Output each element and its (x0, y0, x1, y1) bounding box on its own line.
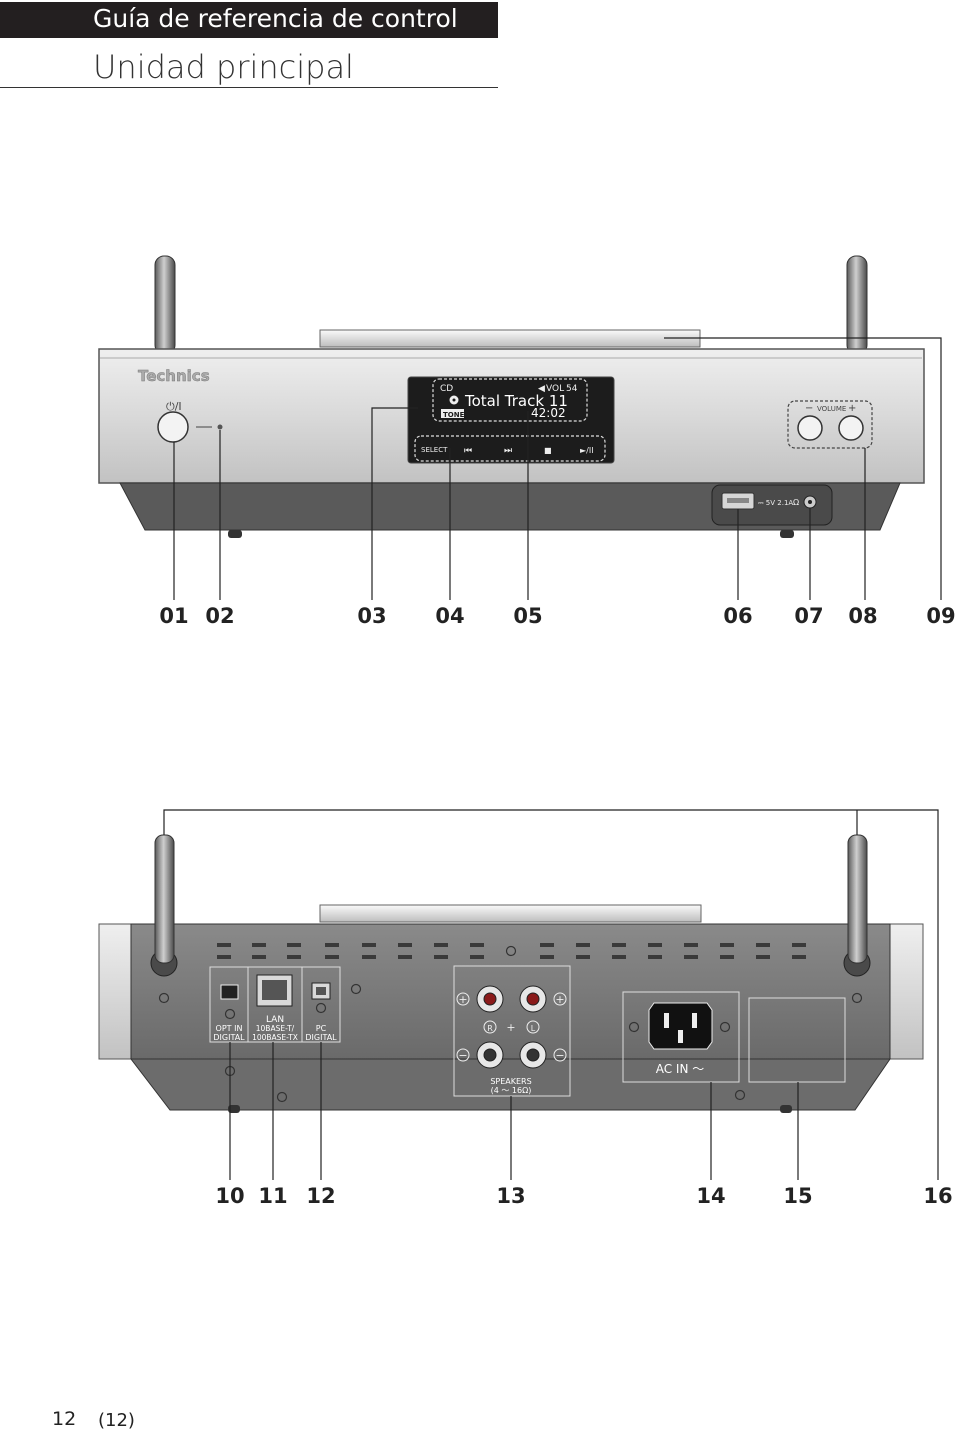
play-pause-button[interactable]: ►/II (580, 446, 594, 455)
lan-label: LAN (266, 1015, 284, 1025)
rear-top-glass (319, 904, 702, 923)
ac-in-label: AC IN ～ (656, 1062, 705, 1076)
lan-spec-label-2: 100BASE-TX (252, 1033, 298, 1042)
usb-rating-label: ⎓ 5V 2.1A (758, 499, 793, 507)
screw-icon: + (506, 1021, 515, 1034)
plus-icon: + (458, 993, 467, 1006)
callout-06: 06 (723, 604, 752, 628)
callout-10: 10 (215, 1184, 244, 1208)
page-number-sub: (12) (98, 1410, 135, 1431)
pc-digital-label: DIGITAL (305, 1033, 337, 1042)
next-button[interactable]: ⏭ (504, 446, 512, 456)
front-base (119, 482, 901, 531)
minus-icon: − (458, 1049, 467, 1062)
callout-03: 03 (357, 604, 386, 628)
display-info-area (432, 378, 588, 422)
display-tone-label: TONE (443, 411, 465, 419)
power-button[interactable] (157, 411, 189, 443)
speakers-label: SPEAKERS (490, 1077, 531, 1086)
power-indicator-icon (217, 424, 223, 430)
speakers-area (453, 965, 571, 1097)
plus-icon: + (555, 993, 564, 1006)
rear-right-antenna[interactable] (847, 834, 868, 964)
select-button[interactable]: SELECT (421, 446, 448, 454)
front-display (407, 376, 615, 464)
callout-05: 05 (513, 604, 542, 628)
volume-up-button[interactable] (838, 415, 864, 441)
rear-view: OPT IN DIGITAL LAN 10BASE-T/ 100BASE-TX … (98, 809, 953, 1208)
rear-left-antenna[interactable] (154, 834, 175, 964)
rating-label-plate (748, 997, 846, 1083)
callout-11: 11 (258, 1184, 287, 1208)
callout-07: 07 (794, 604, 823, 628)
front-view: Technics ⏻/I CD ◀ VOL 54 Total Track 11 … (98, 255, 956, 628)
display-vol-value: 54 (566, 384, 578, 394)
page-number: 12 (52, 1408, 77, 1430)
volume-down-button[interactable] (797, 415, 823, 441)
opt-in-digital-label: DIGITAL (213, 1033, 245, 1042)
callout-15: 15 (783, 1184, 812, 1208)
minus-icon: − (555, 1049, 564, 1062)
tone-badge (441, 409, 464, 418)
callout-13: 13 (496, 1184, 525, 1208)
opt-in-label: OPT IN (216, 1024, 243, 1033)
pc-label: PC (316, 1024, 327, 1033)
ac-in-area (622, 991, 740, 1083)
lan-spec-label-1: 10BASE-T/ (256, 1024, 295, 1033)
callout-04: 04 (435, 604, 464, 628)
top-glass-cover[interactable] (319, 329, 701, 348)
speaker-r-label: R (487, 1024, 493, 1033)
display-time: 42:02 (531, 406, 566, 420)
volume-label: VOLUME (817, 405, 846, 413)
callout-08: 08 (848, 604, 877, 628)
power-symbol-label: ⏻/I (166, 400, 182, 413)
display-source: CD (440, 384, 453, 394)
header-bar (0, 2, 498, 38)
optical-input-port[interactable] (220, 984, 239, 1000)
callout-02: 02 (205, 604, 234, 628)
callout-09: 09 (926, 604, 955, 628)
callout-12: 12 (306, 1184, 335, 1208)
speaker-l-label: L (531, 1024, 536, 1033)
volume-plus-label: + (848, 403, 856, 414)
page-title: Guía de referencia de control (93, 4, 458, 33)
callout-16: 16 (923, 1184, 952, 1208)
rear-panel-body (130, 923, 891, 1060)
speakers-impedance-label: (4 ～ 16Ω) (491, 1086, 532, 1095)
right-antenna[interactable] (846, 255, 868, 355)
callout-01: 01 (159, 604, 188, 628)
display-vol-label: VOL (546, 384, 564, 394)
left-antenna[interactable] (154, 255, 176, 355)
volume-area (787, 400, 873, 449)
brand-logo: Technics (138, 367, 210, 385)
display-track-text: Total Track 11 (464, 392, 568, 410)
prev-button[interactable]: ⏮ (464, 446, 472, 456)
headphone-icon: Ω (793, 498, 799, 507)
speaker-icon: ◀ (538, 384, 545, 394)
stop-button[interactable]: ■ (544, 446, 552, 455)
callout-14: 14 (696, 1184, 725, 1208)
page-subtitle: Unidad principal (93, 48, 354, 86)
volume-minus-label: − (805, 403, 813, 414)
subtitle-rule (0, 87, 498, 88)
speaker-terminals (476, 985, 547, 1069)
